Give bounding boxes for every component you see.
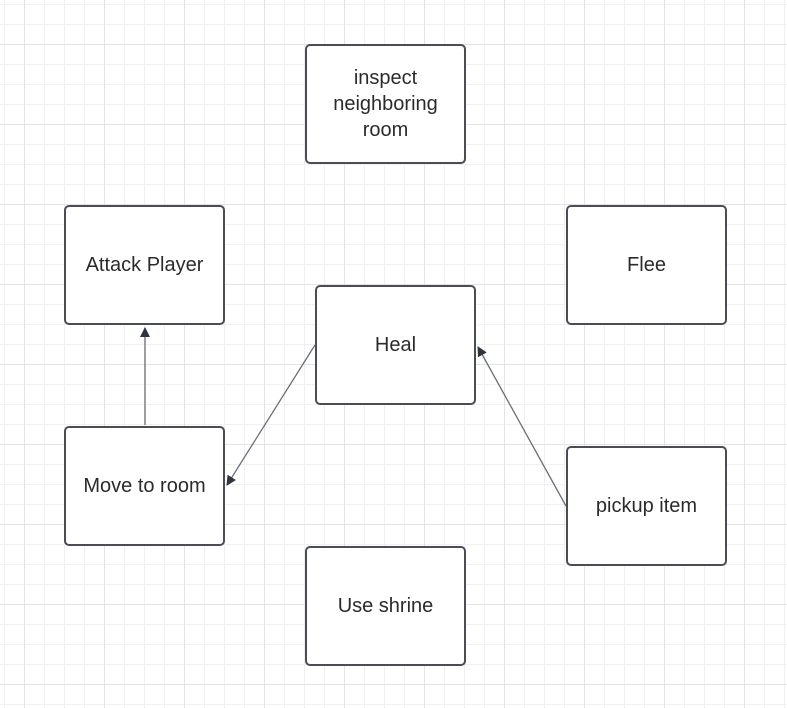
node-inspect-neighboring-room[interactable]: inspect neighboring room — [305, 44, 466, 164]
node-label: Heal — [374, 334, 417, 356]
node-flee[interactable]: Flee — [566, 205, 727, 325]
node-pickup-item[interactable]: pickup item — [566, 446, 727, 566]
node-label: Move to room — [83, 475, 206, 497]
node-attack-player[interactable]: Attack Player — [64, 205, 225, 325]
node-label: inspect neighboring room — [333, 67, 438, 141]
node-label: Attack Player — [85, 254, 204, 276]
node-heal[interactable]: Heal — [315, 285, 476, 405]
node-use-shrine[interactable]: Use shrine — [305, 546, 466, 666]
node-label: Use shrine — [337, 595, 434, 617]
node-move-to-room[interactable]: Move to room — [64, 426, 225, 546]
edge-heal-to-move[interactable] — [226, 344, 316, 486]
node-label: Flee — [627, 254, 666, 276]
node-label: pickup item — [595, 495, 698, 517]
edge-pickup-to-heal[interactable] — [477, 346, 567, 507]
